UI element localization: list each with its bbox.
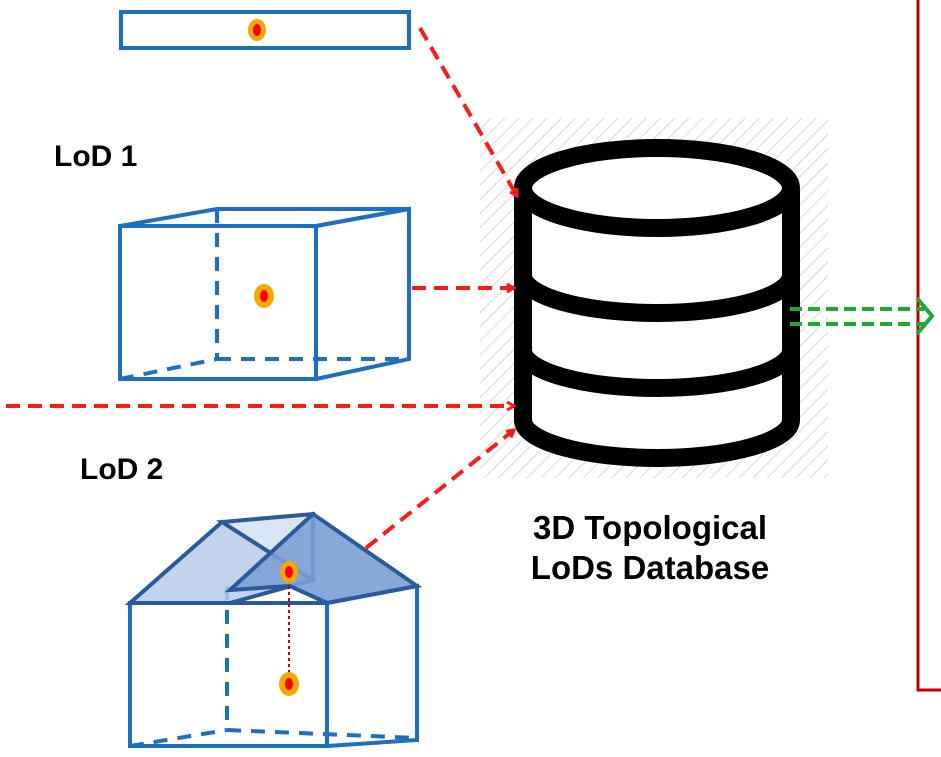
- arrow-lod0: [418, 26, 519, 196]
- database-caption-line1: 3D Topological: [532, 509, 768, 546]
- point-marker-floor: [279, 672, 299, 696]
- point-marker: [254, 284, 274, 308]
- lod1-box: [118, 206, 411, 381]
- database-icon: [480, 118, 828, 478]
- arrow-out: [790, 296, 935, 336]
- lod2-label: LoD 2: [80, 453, 164, 486]
- point-marker-roof: [280, 561, 298, 583]
- lod2-house: [124, 511, 423, 748]
- lod0-footprint: [119, 10, 411, 50]
- lod1-label: LoD 1: [54, 140, 138, 173]
- point-marker: [248, 19, 266, 41]
- side-panel-border: [916, 0, 941, 692]
- arrow-lod2: [364, 430, 514, 550]
- database-caption-line2: LoDs Database: [530, 549, 770, 586]
- arrows-in: [6, 26, 519, 550]
- database-caption: 3D Topological LoDs Database: [470, 508, 830, 588]
